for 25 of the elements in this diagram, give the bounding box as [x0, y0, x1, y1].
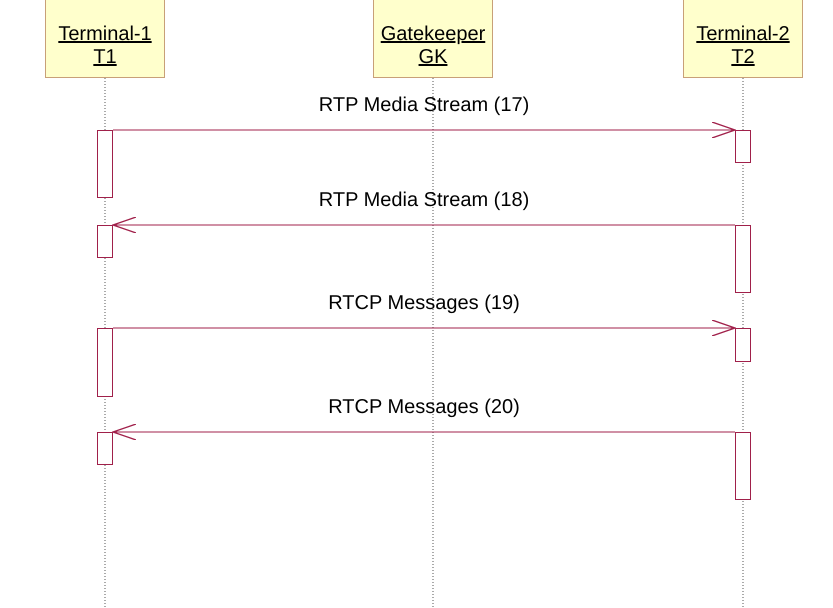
participant-box: [683, 0, 803, 78]
message-label: RTP Media Stream (18): [318, 189, 530, 212]
arrow: [112, 121, 736, 139]
activation-bar: [735, 432, 751, 500]
participant-name: Terminal-2: [696, 23, 790, 46]
activation-bar: [97, 328, 113, 397]
activation-bar: [97, 130, 113, 198]
arrow: [112, 216, 736, 234]
activation-bar: [735, 328, 751, 362]
activation-bar: [735, 130, 751, 163]
activation-bar: [735, 225, 751, 293]
participant-name: GK: [418, 46, 448, 69]
arrow: [112, 319, 736, 337]
participant-name: T2: [731, 46, 755, 69]
message-label: RTP Media Stream (17): [318, 94, 530, 117]
participant-box: [373, 0, 493, 78]
activation-bar: [97, 225, 113, 258]
participant-name: T1: [93, 46, 117, 69]
participant-name: Terminal-1: [58, 23, 152, 46]
activation-bar: [97, 432, 113, 465]
arrow: [112, 423, 736, 441]
participant-name: Gatekeeper: [380, 23, 486, 46]
message-label: RTCP Messages (20): [328, 396, 520, 419]
message-label: RTCP Messages (19): [328, 292, 520, 315]
participant-box: [45, 0, 165, 78]
